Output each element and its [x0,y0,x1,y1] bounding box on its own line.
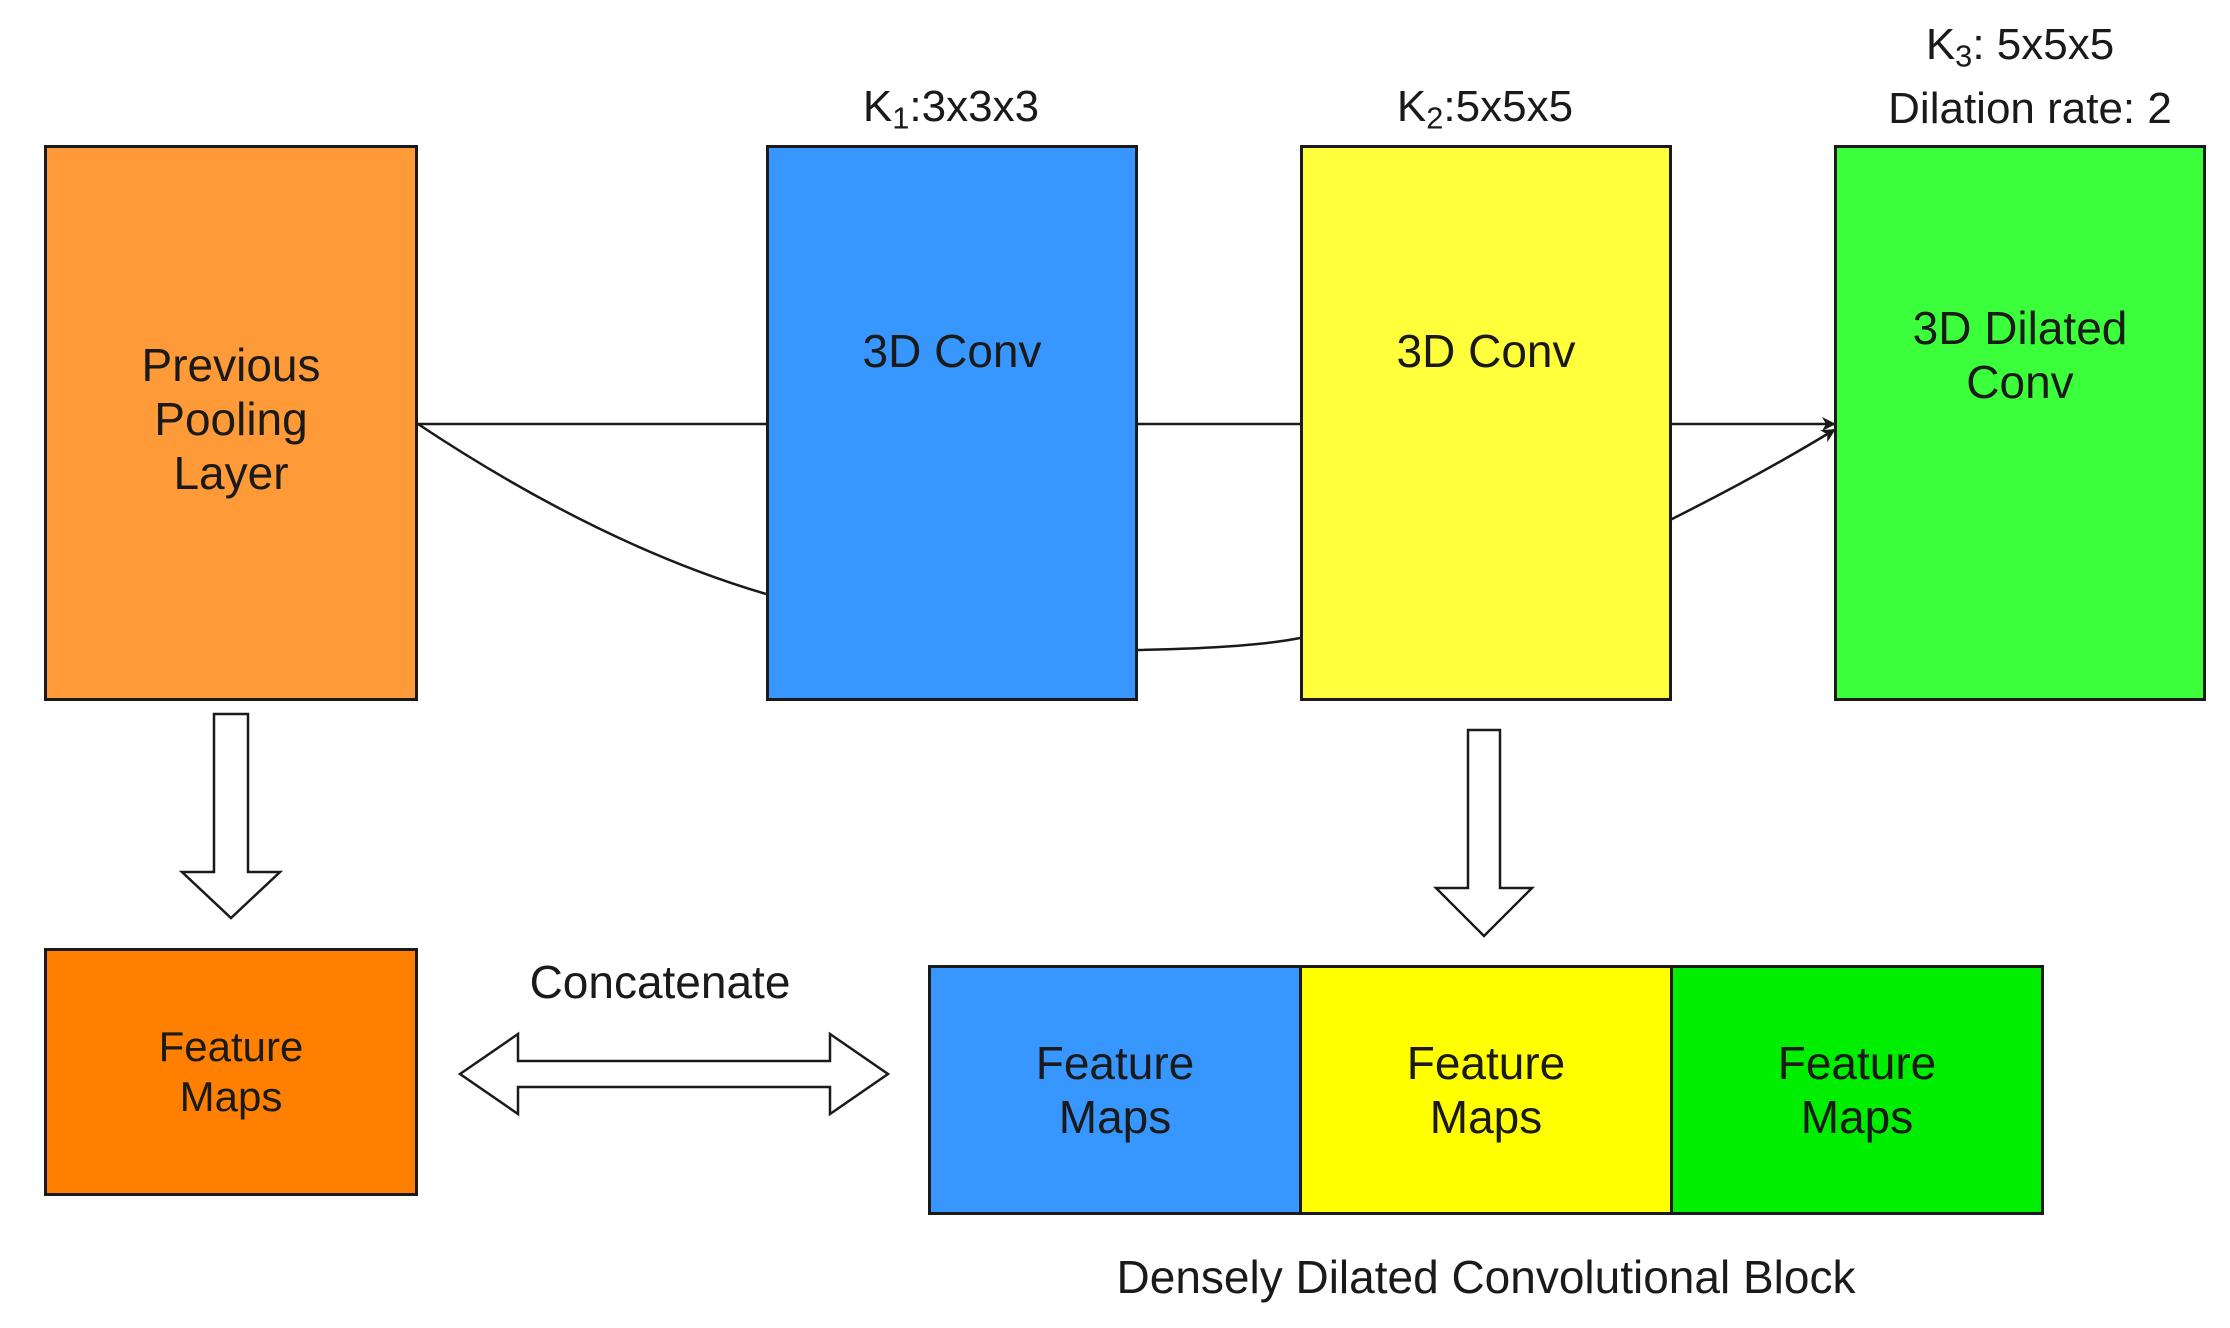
conv2-block: 3D Conv [1300,145,1672,701]
conv1-block: 3D Conv [766,145,1138,701]
feature-maps-green-block: Feature Maps [1670,965,2044,1215]
edge-conv2-to-dilated-skip [1669,428,1836,522]
feature-maps-yellow-block: Feature Maps [1299,965,1673,1215]
conv2-label: 3D Conv [1396,324,1576,377]
dilated-conv-block: 3D Dilated Conv [1834,145,2206,701]
conv1-label: 3D Conv [862,324,1042,377]
previous-pooling-layer-label: Previous Pooling Layer [141,338,321,500]
block-caption: Densely Dilated Convolutional Block [1116,1251,1856,1303]
dilation-rate-label: Dilation rate: 2 [1888,84,2172,133]
kernel-label-k2: K2:5x5x5 [1396,82,1574,136]
feature-maps-left-block: Feature Maps [44,948,418,1196]
edge-conv1-to-conv2-skip [1135,636,1301,652]
kernel-label-k1: K1:3x3x3 [862,82,1040,136]
feature-maps-blue-label: Feature Maps [1035,1036,1195,1143]
feature-maps-left-label: Feature Maps [158,1023,304,1120]
concatenate-label: Concatenate [529,956,791,1008]
edge-previous-to-conv1-skip [417,422,767,596]
feature-maps-yellow-label: Feature Maps [1406,1036,1566,1143]
kernel-label-k3: K3: 5x5x5 [1925,20,2115,74]
feature-maps-blue-block: Feature Maps [928,965,1302,1215]
hollow-double-arrow-icon [457,1031,891,1117]
hollow-down-arrow-icon [1432,728,1536,938]
previous-pooling-layer-block: Previous Pooling Layer [44,145,418,701]
dilated-conv-label: 3D Dilated Conv [1912,301,2128,408]
feature-maps-green-label: Feature Maps [1777,1036,1937,1143]
hollow-down-arrow-icon [178,712,284,920]
